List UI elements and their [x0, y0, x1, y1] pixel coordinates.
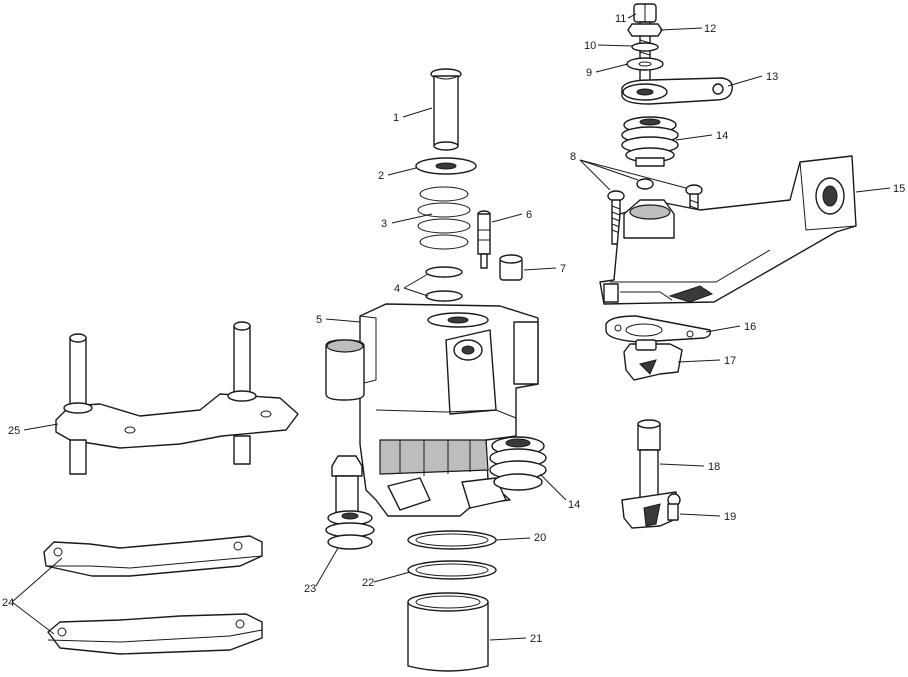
callout-21: 21 — [530, 633, 542, 645]
callout-6: 6 — [526, 209, 532, 221]
callout-22: 22 — [362, 577, 374, 589]
callout-4: 4 — [394, 283, 400, 295]
cap-part-7 — [499, 254, 523, 281]
nut-part-12 — [627, 23, 663, 37]
callout-labels: 1 2 3 4 5 6 7 8 9 10 11 12 13 14 15 16 1… — [2, 13, 905, 645]
callout-10: 10 — [584, 40, 596, 52]
cam-fork-part-17 — [623, 339, 683, 381]
o-rings-part-4 — [425, 266, 463, 302]
spring-part-3 — [417, 186, 471, 250]
callout-11: 11 — [615, 13, 626, 25]
washer-part-10 — [631, 42, 659, 52]
callout-3: 3 — [381, 218, 387, 230]
bleeder-part-6 — [477, 210, 491, 269]
callout-2: 2 — [378, 170, 384, 182]
washer-part-9 — [626, 57, 664, 71]
brake-pad-part-24-upper — [43, 535, 263, 577]
callout-13: 13 — [766, 71, 778, 83]
callout-17: 17 — [724, 355, 736, 367]
callout-25: 25 — [8, 425, 20, 437]
callout-23: 23 — [304, 583, 316, 595]
callout-14-upper: 14 — [716, 130, 728, 142]
callout-8: 8 — [570, 151, 576, 163]
leader-lines — [11, 13, 891, 641]
callout-15: 15 — [893, 183, 905, 195]
callout-18: 18 — [708, 461, 720, 473]
brake-pad-part-24-lower — [47, 613, 263, 655]
callout-19: 19 — [724, 511, 736, 523]
pin-part-1 — [430, 68, 462, 151]
callout-12: 12 — [704, 23, 716, 35]
boot-part-14-lower — [489, 436, 547, 491]
callout-5: 5 — [316, 314, 322, 326]
slide-pin-part-23 — [325, 455, 375, 550]
callout-14-lower: 14 — [568, 499, 580, 511]
callout-24: 24 — [2, 597, 14, 609]
callout-1: 1 — [393, 112, 399, 124]
lever-arm-part-13 — [621, 77, 733, 105]
callout-9: 9 — [586, 67, 592, 79]
pin-part-19 — [667, 493, 681, 521]
piston-part-21 — [407, 592, 489, 672]
seal-part-22 — [407, 560, 497, 580]
callout-16: 16 — [744, 321, 756, 333]
bracket-part-25 — [55, 321, 299, 475]
callout-20: 20 — [534, 532, 546, 544]
washer-part-2 — [415, 157, 477, 175]
actuator-shaft-part-18 — [621, 419, 679, 529]
callout-7: 7 — [560, 263, 566, 275]
bracket-part-15 — [599, 155, 857, 305]
gasket-part-16 — [605, 315, 712, 343]
boot-part-14-upper — [621, 116, 679, 167]
caliper-body-part-5 — [325, 303, 539, 517]
seal-part-20 — [407, 530, 497, 550]
